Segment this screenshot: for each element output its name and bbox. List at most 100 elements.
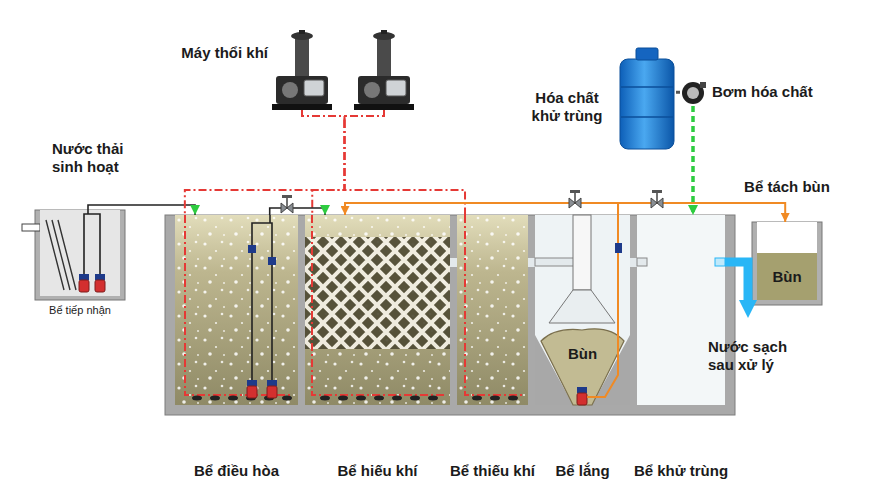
aerobic-tank-drawing-part bbox=[410, 396, 420, 401]
receiving-tank-drawing-part bbox=[79, 280, 89, 292]
disinfection-tank-drawing-part bbox=[637, 258, 647, 266]
sludge-tank-drawing bbox=[757, 222, 817, 300]
valve-symbol bbox=[281, 195, 293, 213]
equalization-tank-drawing-part bbox=[210, 396, 220, 401]
equalization-tank-drawing-part bbox=[267, 386, 277, 398]
chemical-pump-drawing-part bbox=[700, 82, 706, 88]
air-blower-drawing-part bbox=[345, 110, 385, 120]
tank-label: Bể hiếu khí bbox=[295, 462, 460, 480]
equalization-tank-drawing-part bbox=[282, 396, 292, 401]
receiving-walls bbox=[35, 210, 125, 300]
chemical-tank-drawing-part bbox=[621, 87, 673, 117]
equalization-tank-drawing-part bbox=[247, 386, 257, 398]
chemical-pump: Bơm hóa chất bbox=[680, 80, 706, 106]
valve-symbol-part bbox=[652, 190, 662, 193]
settling-tank-drawing-part bbox=[615, 243, 622, 253]
receiving-tank: Bể tiếp nhận bbox=[40, 210, 120, 296]
receiving-tank-drawing-part bbox=[95, 274, 105, 280]
chemical-tank-drawing-part bbox=[636, 48, 658, 60]
overflow-pipe bbox=[630, 258, 637, 267]
air-blower-drawing-part bbox=[354, 104, 414, 110]
valve-symbol bbox=[651, 190, 663, 208]
air-pipe bbox=[185, 120, 345, 215]
air-blower-drawing bbox=[272, 30, 417, 120]
anoxic-tank-drawing-part bbox=[457, 215, 528, 405]
chemical-tank: Hóa chất khử trùng bbox=[618, 45, 676, 150]
aerobic-tank-drawing-part bbox=[305, 215, 450, 405]
chemical-tank-drawing bbox=[618, 45, 676, 150]
tank-label: Bể lắng bbox=[530, 462, 635, 480]
inlet-pipe bbox=[22, 224, 40, 231]
blower-label: Máy thổi khí bbox=[168, 44, 268, 62]
valve-symbol-part bbox=[282, 195, 292, 198]
valve-symbol-part bbox=[656, 193, 658, 203]
equalization-tank-drawing-part bbox=[252, 215, 272, 380]
settling-tank-drawing-part bbox=[577, 393, 587, 405]
disinfection-tank-drawing bbox=[637, 215, 725, 405]
equalization-tank: Bể điều hòa bbox=[175, 215, 298, 405]
equalization-tank-drawing-part bbox=[228, 396, 238, 401]
sludge-tank: Bể tách bùnBùn bbox=[757, 222, 817, 300]
air-blower-drawing-part bbox=[272, 104, 332, 110]
air-blower-drawing-part bbox=[276, 76, 328, 104]
anoxic-tank-drawing-part bbox=[472, 396, 482, 401]
transfer-pipe bbox=[270, 208, 325, 215]
air-blower: Máy thổi khí bbox=[272, 30, 417, 120]
disinfection-tank: Bể khử trùng bbox=[637, 215, 725, 405]
chemical-dosing-line bbox=[691, 106, 695, 215]
anoxic-tank-drawing bbox=[457, 215, 528, 405]
settling-tank: Bể lắngBùn bbox=[535, 215, 630, 405]
valve-symbol bbox=[569, 190, 581, 208]
inflow-label: Nước thải sinh hoạt bbox=[52, 140, 148, 176]
air-pipe bbox=[312, 120, 344, 215]
outlet-pipe bbox=[722, 262, 748, 300]
receiving-tank-drawing-part bbox=[79, 274, 89, 280]
air-blower-drawing-part bbox=[282, 82, 298, 98]
chemical-label: Hóa chất khử trùng bbox=[522, 89, 612, 125]
equalization-tank-drawing-part bbox=[185, 215, 293, 395]
aerobic-tank-drawing-part bbox=[356, 396, 366, 401]
settling-tank-drawing-part bbox=[577, 387, 587, 393]
valve-symbol-part bbox=[569, 198, 581, 208]
valve-symbol-part bbox=[570, 190, 580, 193]
equalization-tank-drawing-part bbox=[175, 215, 298, 405]
air-blower-drawing-part bbox=[381, 30, 387, 34]
tank-label: Bể thiếu khí bbox=[437, 462, 548, 480]
settling-tank-drawing-part bbox=[535, 258, 577, 266]
equalization-tank-drawing bbox=[175, 215, 298, 405]
settling-tank-drawing-part bbox=[541, 329, 624, 405]
receiving-tank-drawing-part bbox=[84, 210, 100, 274]
air-blower-drawing-part bbox=[295, 36, 309, 76]
tank-label: Bể tách bùn bbox=[727, 178, 847, 196]
overflow-pipe bbox=[450, 258, 457, 267]
aerobic-tank-drawing-part bbox=[320, 396, 330, 401]
aerobic-tank-drawing-part bbox=[374, 396, 384, 401]
aerobic-tank-drawing bbox=[305, 215, 450, 405]
receiving-tank-drawing bbox=[40, 210, 120, 296]
pump-label: Bơm hóa chất bbox=[712, 83, 842, 101]
air-blower-drawing-part bbox=[299, 30, 305, 34]
aerobic-tank-drawing-part bbox=[428, 396, 438, 401]
chemical-tank-drawing-part bbox=[620, 59, 674, 149]
valve-symbol-part bbox=[281, 203, 293, 213]
air-blower-drawing-part bbox=[302, 110, 345, 120]
anoxic-tank-drawing-part bbox=[465, 215, 523, 395]
valve-symbol-part bbox=[286, 198, 288, 208]
air-blower-drawing-part bbox=[386, 80, 406, 96]
settling-tank-drawing-part bbox=[587, 215, 618, 397]
settling-tank-drawing-part bbox=[573, 215, 591, 290]
outlet-arrow bbox=[739, 300, 757, 318]
sludge-tank-walls bbox=[752, 222, 822, 305]
receiving-tank-drawing-part bbox=[95, 280, 105, 292]
sludge-label: Bùn bbox=[757, 268, 817, 286]
chemical-hose bbox=[676, 91, 680, 94]
concrete-walls bbox=[165, 215, 735, 415]
aerobic-tank-drawing-part bbox=[305, 237, 450, 349]
aerobic-tank-drawing-part bbox=[312, 215, 445, 395]
outflow-label: Nước sạch sau xử lý bbox=[708, 338, 808, 374]
air-blower-drawing-part bbox=[358, 76, 410, 104]
valve-symbol-part bbox=[651, 198, 663, 208]
aerobic-tank-drawing-part bbox=[392, 396, 402, 401]
